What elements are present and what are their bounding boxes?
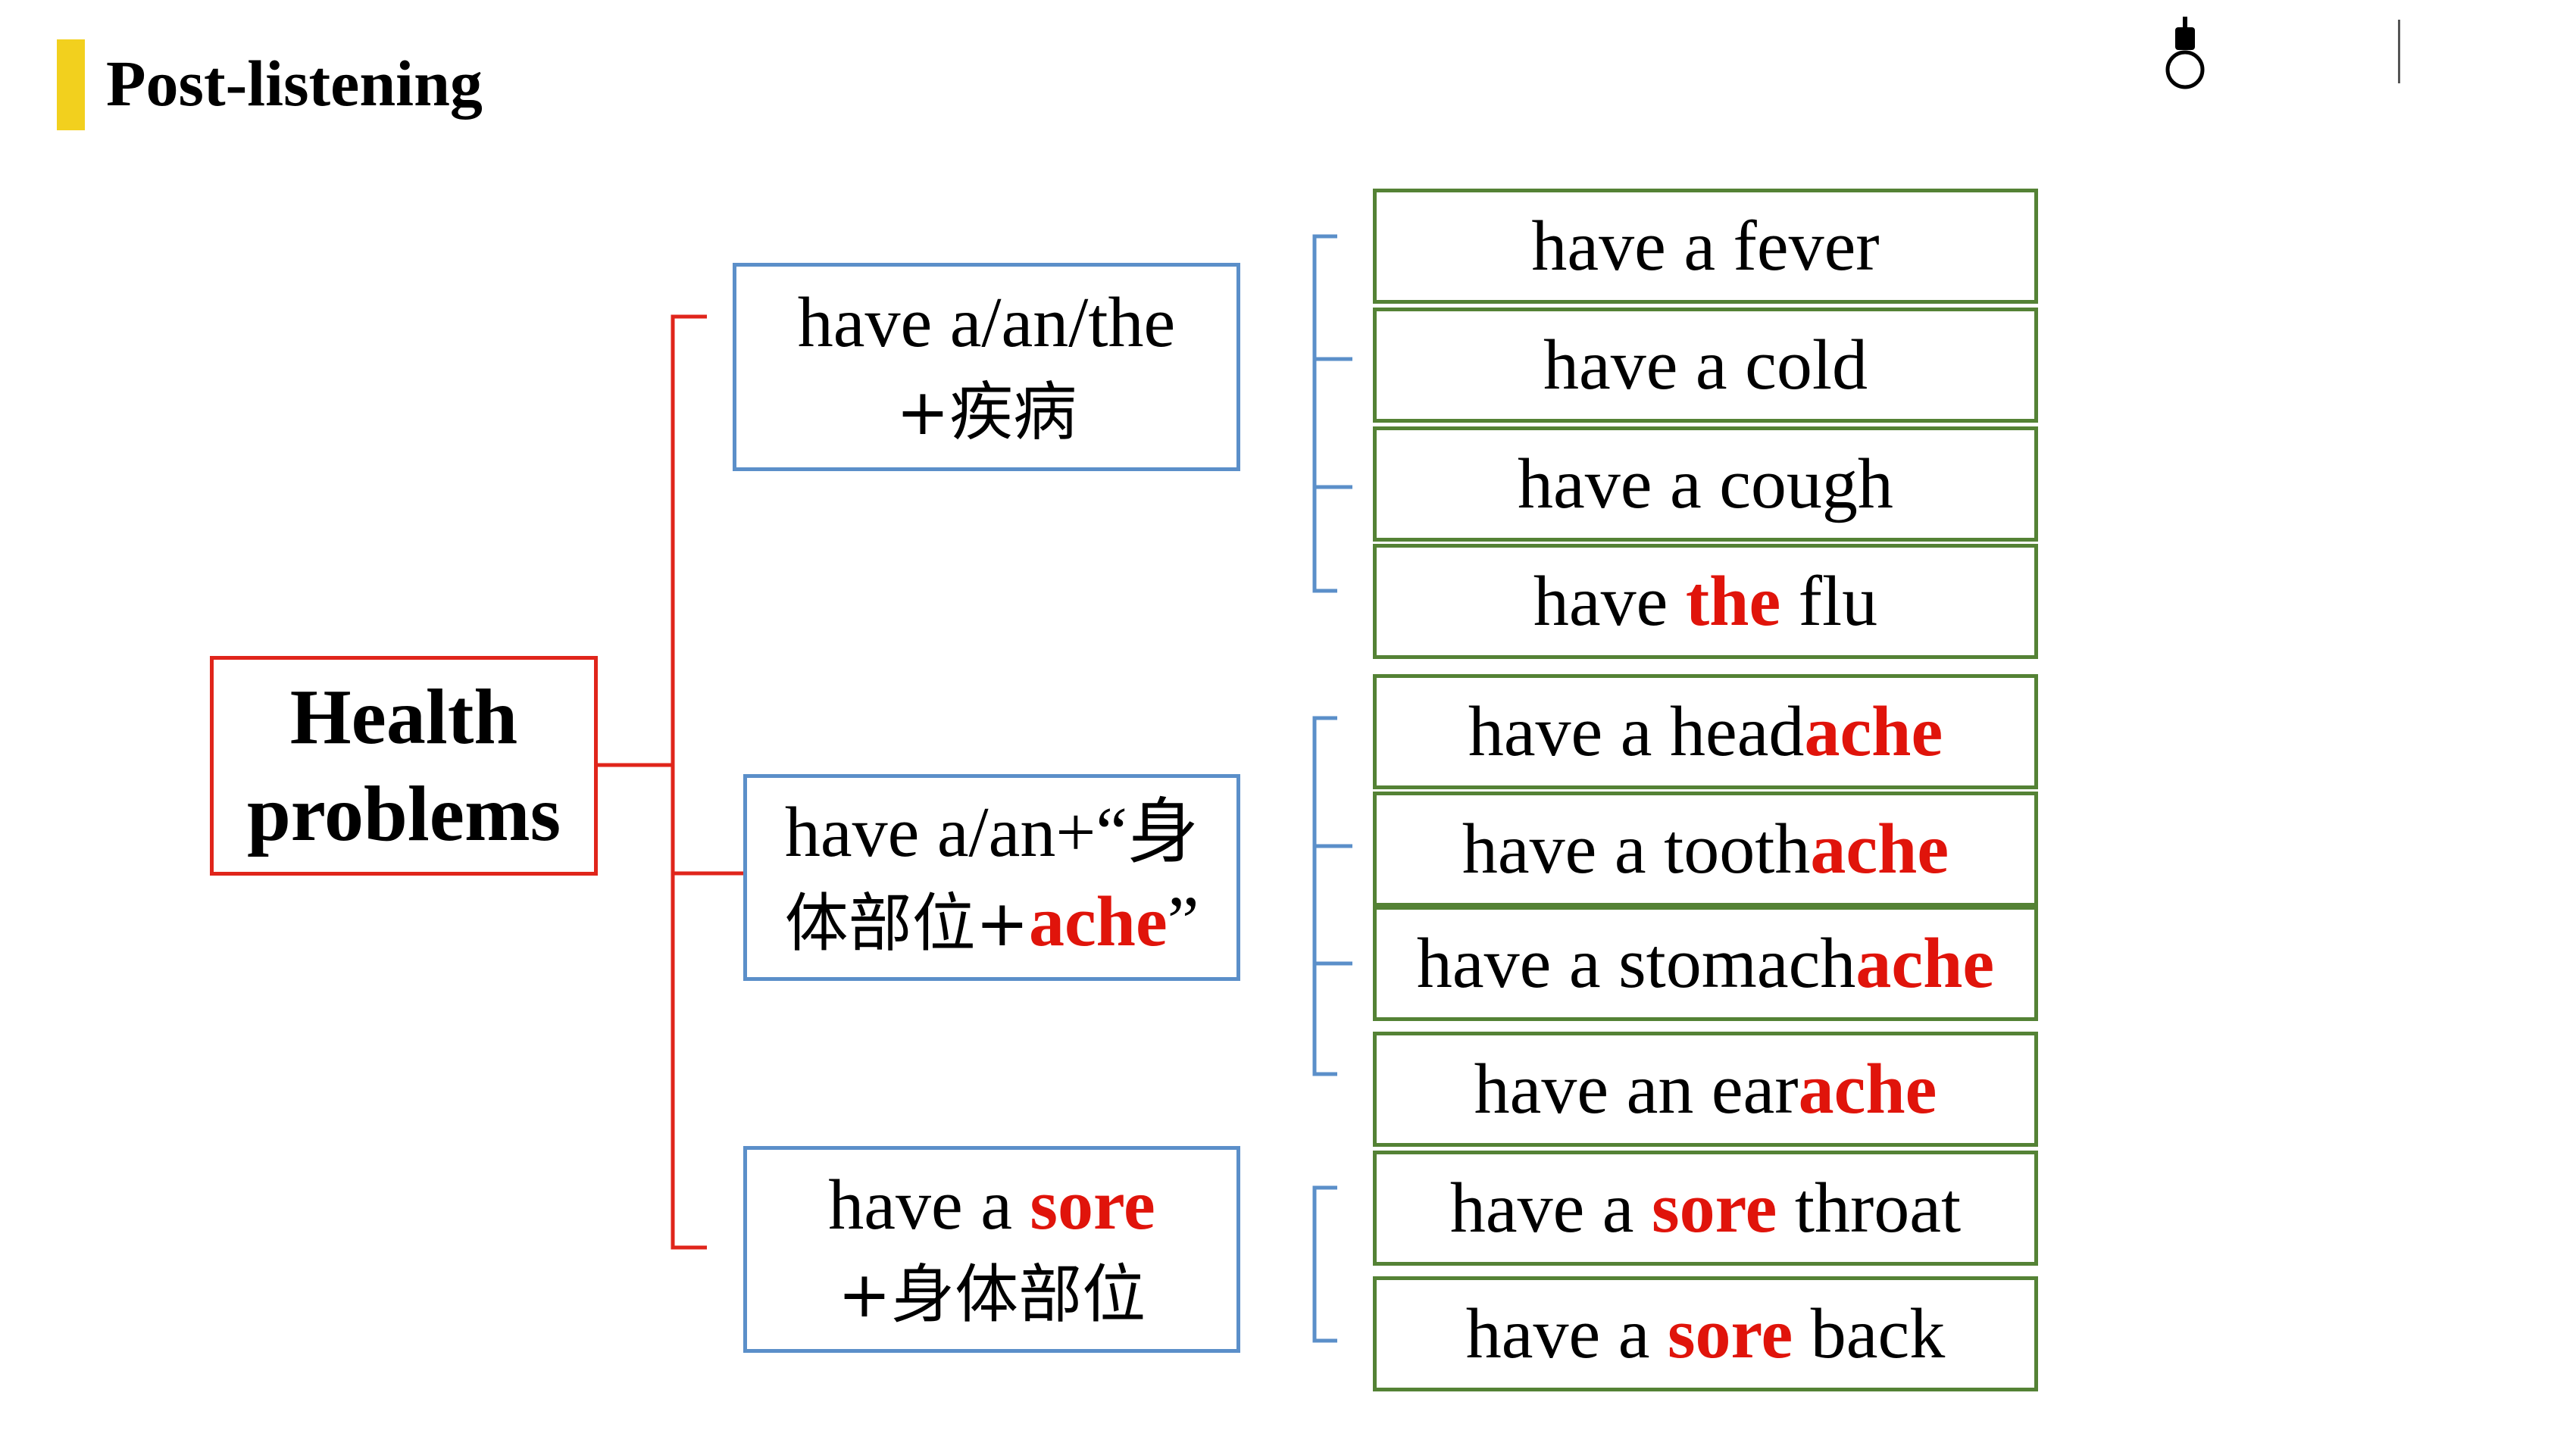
leaf-label: have a cough [1518,431,1893,537]
leaf-label: have a sore back [1466,1281,1945,1387]
leaf-node-flu: have the flu [1373,544,2038,659]
leaf-node-stomachache: have a stomachache [1373,906,2038,1021]
group-node-sore: have a sore +身体部位 [743,1146,1240,1353]
group-label-line2: 体部位+ache” [785,877,1199,968]
group-label-line1: have a/an+“身 [785,788,1199,877]
leaf-label: have a headache [1468,679,1943,785]
leaf-highlight: ache [1798,1050,1937,1129]
leaf-node-earache: have an earache [1373,1032,2038,1147]
group-label-highlight: ache [1028,882,1168,961]
leaf-label: have an earache [1474,1036,1937,1142]
leaf-text: throat [1777,1169,1962,1248]
leaf-node-cold: have a cold [1373,308,2038,423]
leaf-label: have the flu [1533,548,1877,654]
leaf-text: flu [1780,562,1878,641]
group-label-highlight: sore [1030,1165,1155,1244]
leaf-text: have an ear [1474,1050,1799,1129]
leaf-highlight: ache [1855,924,1995,1003]
root-node-health-problems: Health problems [210,656,598,876]
group-label-text: ” [1167,882,1199,961]
title-accent-bar [57,39,85,130]
leaf-label: have a stomachache [1417,910,1994,1016]
leaf-text: have a [1449,1169,1652,1248]
leaf-node-sore-back: have a sore back [1373,1276,2038,1391]
group-node-ache: have a/an+“身 体部位+ache” [743,774,1240,981]
leaf-text: have a stomach [1416,924,1856,1003]
root-label-line1: Health [289,673,518,760]
leaf-text: back [1793,1294,1946,1373]
leaf-highlight: the [1685,562,1781,641]
leaf-node-toothache: have a toothache [1373,792,2038,907]
group-brackets [1312,234,1352,1343]
divider-line [2398,20,2400,83]
leaf-node-sore-throat: have a sore throat [1373,1151,2038,1266]
leaf-node-cough: have a cough [1373,426,2038,542]
leaf-highlight: ache [1810,810,1949,888]
leaf-text: have a cough [1518,445,1893,523]
group-label-text: 体部位+ [784,885,1029,960]
group-label-line1: have a sore [828,1160,1155,1250]
leaf-node-headache: have a headache [1373,674,2038,789]
leaf-text: have [1533,562,1686,641]
leaf-label: have a toothache [1462,796,1949,902]
leaf-label: have a fever [1531,193,1879,299]
leaf-highlight: sore [1667,1294,1793,1373]
group-label-line2: +身体部位 [837,1257,1146,1332]
leaf-text: have a cold [1543,326,1868,404]
leaf-text: have a tooth [1462,810,1811,888]
leaf-text: have a head [1468,692,1805,771]
root-label-line2: problems [246,770,561,857]
root-bracket [598,314,743,1250]
page-title: Post-listening [106,47,483,120]
leaf-label: have a cold [1543,312,1868,418]
leaf-text: have a [1465,1294,1668,1373]
lightbulb-icon [2165,17,2205,89]
leaf-highlight: sore [1652,1169,1777,1248]
leaf-label: have a sore throat [1450,1155,1961,1261]
group-label-line1: have a/an/the [797,283,1176,362]
leaf-text: have a fever [1531,207,1880,286]
leaf-node-fever: have a fever [1373,189,2038,304]
group-label-text: have a [828,1165,1030,1244]
group-label-text: have a/an+“身 [784,792,1199,872]
leaf-highlight: ache [1804,692,1943,771]
group-label-line2: +疾病 [896,374,1077,449]
group-node-disease: have a/an/the +疾病 [733,263,1240,471]
